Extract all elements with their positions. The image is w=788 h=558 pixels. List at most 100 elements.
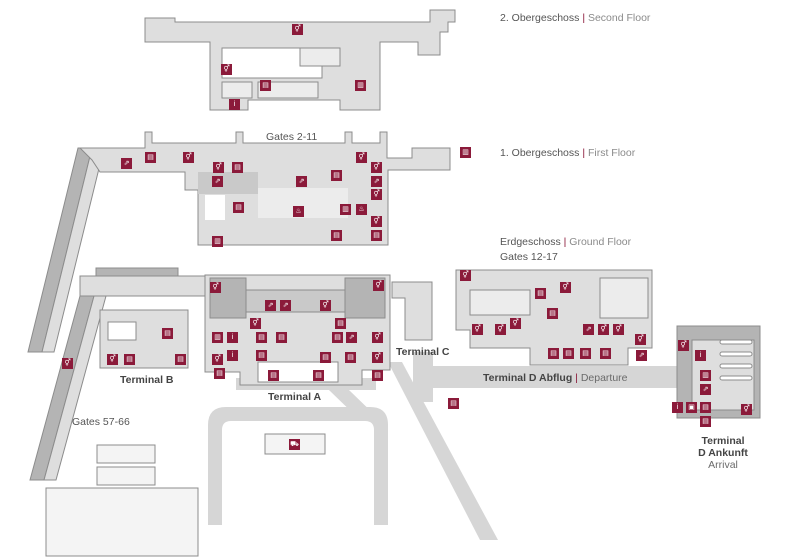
second-floor bbox=[144, 9, 456, 111]
info-icon[interactable]: i bbox=[227, 350, 238, 361]
shop-icon[interactable]: ▤ bbox=[345, 352, 356, 363]
elevator-icon[interactable]: ▥ bbox=[340, 204, 351, 215]
floor-label-second: 2. Obergeschoss | Second Floor bbox=[500, 12, 651, 24]
shop-icon[interactable]: ▤ bbox=[580, 348, 591, 359]
restroom-icon[interactable]: ⚥ bbox=[635, 334, 646, 345]
shop-icon[interactable]: ▤ bbox=[448, 398, 459, 409]
shop-icon[interactable]: ▤ bbox=[535, 288, 546, 299]
terminal-d-departure-label: Terminal D Abflug | Departure bbox=[483, 372, 628, 384]
gates-2-11-label: Gates 2-11 bbox=[266, 131, 318, 143]
elevator-icon[interactable]: ▥ bbox=[700, 370, 711, 381]
walkway-terminal-d bbox=[430, 366, 678, 388]
toilet-icon[interactable]: ⚥ bbox=[372, 332, 383, 343]
elevator-icon[interactable]: ▥ bbox=[212, 236, 223, 247]
restroom-icon[interactable]: ⚥ bbox=[472, 324, 483, 335]
toilet-icon[interactable]: ⚥ bbox=[495, 324, 506, 335]
shop-icon[interactable]: ▤ bbox=[371, 230, 382, 241]
shop-icon[interactable]: ▤ bbox=[331, 170, 342, 181]
info-icon[interactable]: i bbox=[672, 402, 683, 413]
restroom-icon[interactable]: ⚥ bbox=[741, 404, 752, 415]
terminal-c-label: Terminal C bbox=[396, 346, 450, 358]
floor-label-first: 1. Obergeschoss | First Floor bbox=[500, 147, 636, 159]
toilet-icon[interactable]: ⚥ bbox=[320, 300, 331, 311]
restroom-icon[interactable]: ⚥ bbox=[371, 216, 382, 227]
escalator-icon[interactable]: ⇗ bbox=[280, 300, 291, 311]
shop-icon[interactable]: ▤ bbox=[175, 354, 186, 365]
elevator-icon[interactable]: ▥ bbox=[212, 332, 223, 343]
gates-57-66-label: Gates 57-66 bbox=[72, 416, 130, 428]
info-icon[interactable]: i bbox=[229, 99, 240, 110]
shop-icon[interactable]: ▤ bbox=[320, 352, 331, 363]
escalator-icon[interactable]: ⇗ bbox=[212, 176, 223, 187]
shop-icon[interactable]: ▤ bbox=[548, 348, 559, 359]
road-loop bbox=[208, 407, 388, 525]
shop-icon[interactable]: ▤ bbox=[214, 368, 225, 379]
escalator-icon[interactable]: ⇗ bbox=[296, 176, 307, 187]
shop-icon[interactable]: ▤ bbox=[372, 370, 383, 381]
shop-icon[interactable]: ▤ bbox=[600, 348, 611, 359]
shop-icon[interactable]: ▤ bbox=[276, 332, 287, 343]
escalator-icon[interactable]: ⇗ bbox=[700, 384, 711, 395]
toilet-icon[interactable]: ⚥ bbox=[371, 162, 382, 173]
shop-icon[interactable]: ▤ bbox=[162, 328, 173, 339]
toilet-icon[interactable]: ⚥ bbox=[560, 282, 571, 293]
toilet-icon[interactable]: ⚥ bbox=[372, 352, 383, 363]
shop-icon[interactable]: ▤ bbox=[700, 416, 711, 427]
restaurant-icon[interactable]: ♨ bbox=[293, 206, 304, 217]
restroom-icon[interactable]: ⚥ bbox=[613, 324, 624, 335]
shop-icon[interactable]: ▤ bbox=[313, 370, 324, 381]
shop-icon[interactable]: ▤ bbox=[332, 332, 343, 343]
toilet-icon[interactable]: ⚥ bbox=[373, 280, 384, 291]
shop-icon[interactable]: ▤ bbox=[256, 350, 267, 361]
floor-label-ground: Erdgeschoss | Ground Floor bbox=[500, 236, 632, 248]
restroom-icon[interactable]: ⚥ bbox=[183, 152, 194, 163]
shop-icon[interactable]: ▤ bbox=[256, 332, 267, 343]
shop-icon[interactable]: ▤ bbox=[700, 402, 711, 413]
gates-12-17-label: Gates 12-17 bbox=[500, 251, 558, 263]
road-diagonal-a bbox=[388, 362, 498, 540]
shop-icon[interactable]: ▤ bbox=[124, 354, 135, 365]
restroom-icon[interactable]: ⚥ bbox=[250, 318, 261, 329]
terminal-d-arrival-label: Terminal D Ankunft Arrival bbox=[698, 435, 748, 471]
terminal-b-label: Terminal B bbox=[120, 374, 174, 386]
toilet-icon[interactable]: ⚥ bbox=[62, 358, 73, 369]
elevator-icon[interactable]: ▥ bbox=[355, 80, 366, 91]
escalator-icon[interactable]: ⇗ bbox=[371, 176, 382, 187]
escalator-icon[interactable]: ⇗ bbox=[346, 332, 357, 343]
info-icon[interactable]: i bbox=[227, 332, 238, 343]
restroom-icon[interactable]: ⚥ bbox=[212, 354, 223, 365]
toilet-icon[interactable]: ⚥ bbox=[210, 282, 221, 293]
baggage-icon[interactable]: ▣ bbox=[686, 402, 697, 413]
restroom-icon[interactable]: ⚥ bbox=[510, 318, 521, 329]
escalator-icon[interactable]: ⇗ bbox=[121, 158, 132, 169]
escalator-icon[interactable]: ⇗ bbox=[583, 324, 594, 335]
shop-icon[interactable]: ▤ bbox=[335, 318, 346, 329]
shop-icon[interactable]: ▤ bbox=[547, 308, 558, 319]
walkway-c bbox=[413, 352, 433, 402]
toilet-icon[interactable]: ⚥ bbox=[292, 24, 303, 35]
restroom-icon[interactable]: ⚥ bbox=[107, 354, 118, 365]
shop-icon[interactable]: ▤ bbox=[260, 80, 271, 91]
escalator-icon[interactable]: ⇗ bbox=[265, 300, 276, 311]
shop-icon[interactable]: ▤ bbox=[563, 348, 574, 359]
elevator-icon[interactable]: ▥ bbox=[460, 147, 471, 158]
toilet-icon[interactable]: ⚥ bbox=[371, 189, 382, 200]
shop-icon[interactable]: ▤ bbox=[268, 370, 279, 381]
shop-icon[interactable]: ▤ bbox=[233, 202, 244, 213]
shop-icon[interactable]: ▤ bbox=[232, 162, 243, 173]
restroom-icon[interactable]: ⚥ bbox=[460, 270, 471, 281]
taxi-icon[interactable]: ⛟ bbox=[289, 439, 300, 450]
escalator-icon[interactable]: ⇗ bbox=[636, 350, 647, 361]
terminal-c-building bbox=[391, 281, 433, 341]
shop-icon[interactable]: ▤ bbox=[331, 230, 342, 241]
info-icon[interactable]: i bbox=[695, 350, 706, 361]
toilet-icon[interactable]: ⚥ bbox=[213, 162, 224, 173]
terminal-a-label: Terminal A bbox=[268, 391, 322, 403]
restroom-icon[interactable]: ⚥ bbox=[221, 64, 232, 75]
restroom-icon[interactable]: ⚥ bbox=[678, 340, 689, 351]
toilet-icon[interactable]: ⚥ bbox=[598, 324, 609, 335]
restaurant-icon[interactable]: ♨ bbox=[356, 204, 367, 215]
restroom-icon[interactable]: ⚥ bbox=[356, 152, 367, 163]
shop-icon[interactable]: ▤ bbox=[145, 152, 156, 163]
